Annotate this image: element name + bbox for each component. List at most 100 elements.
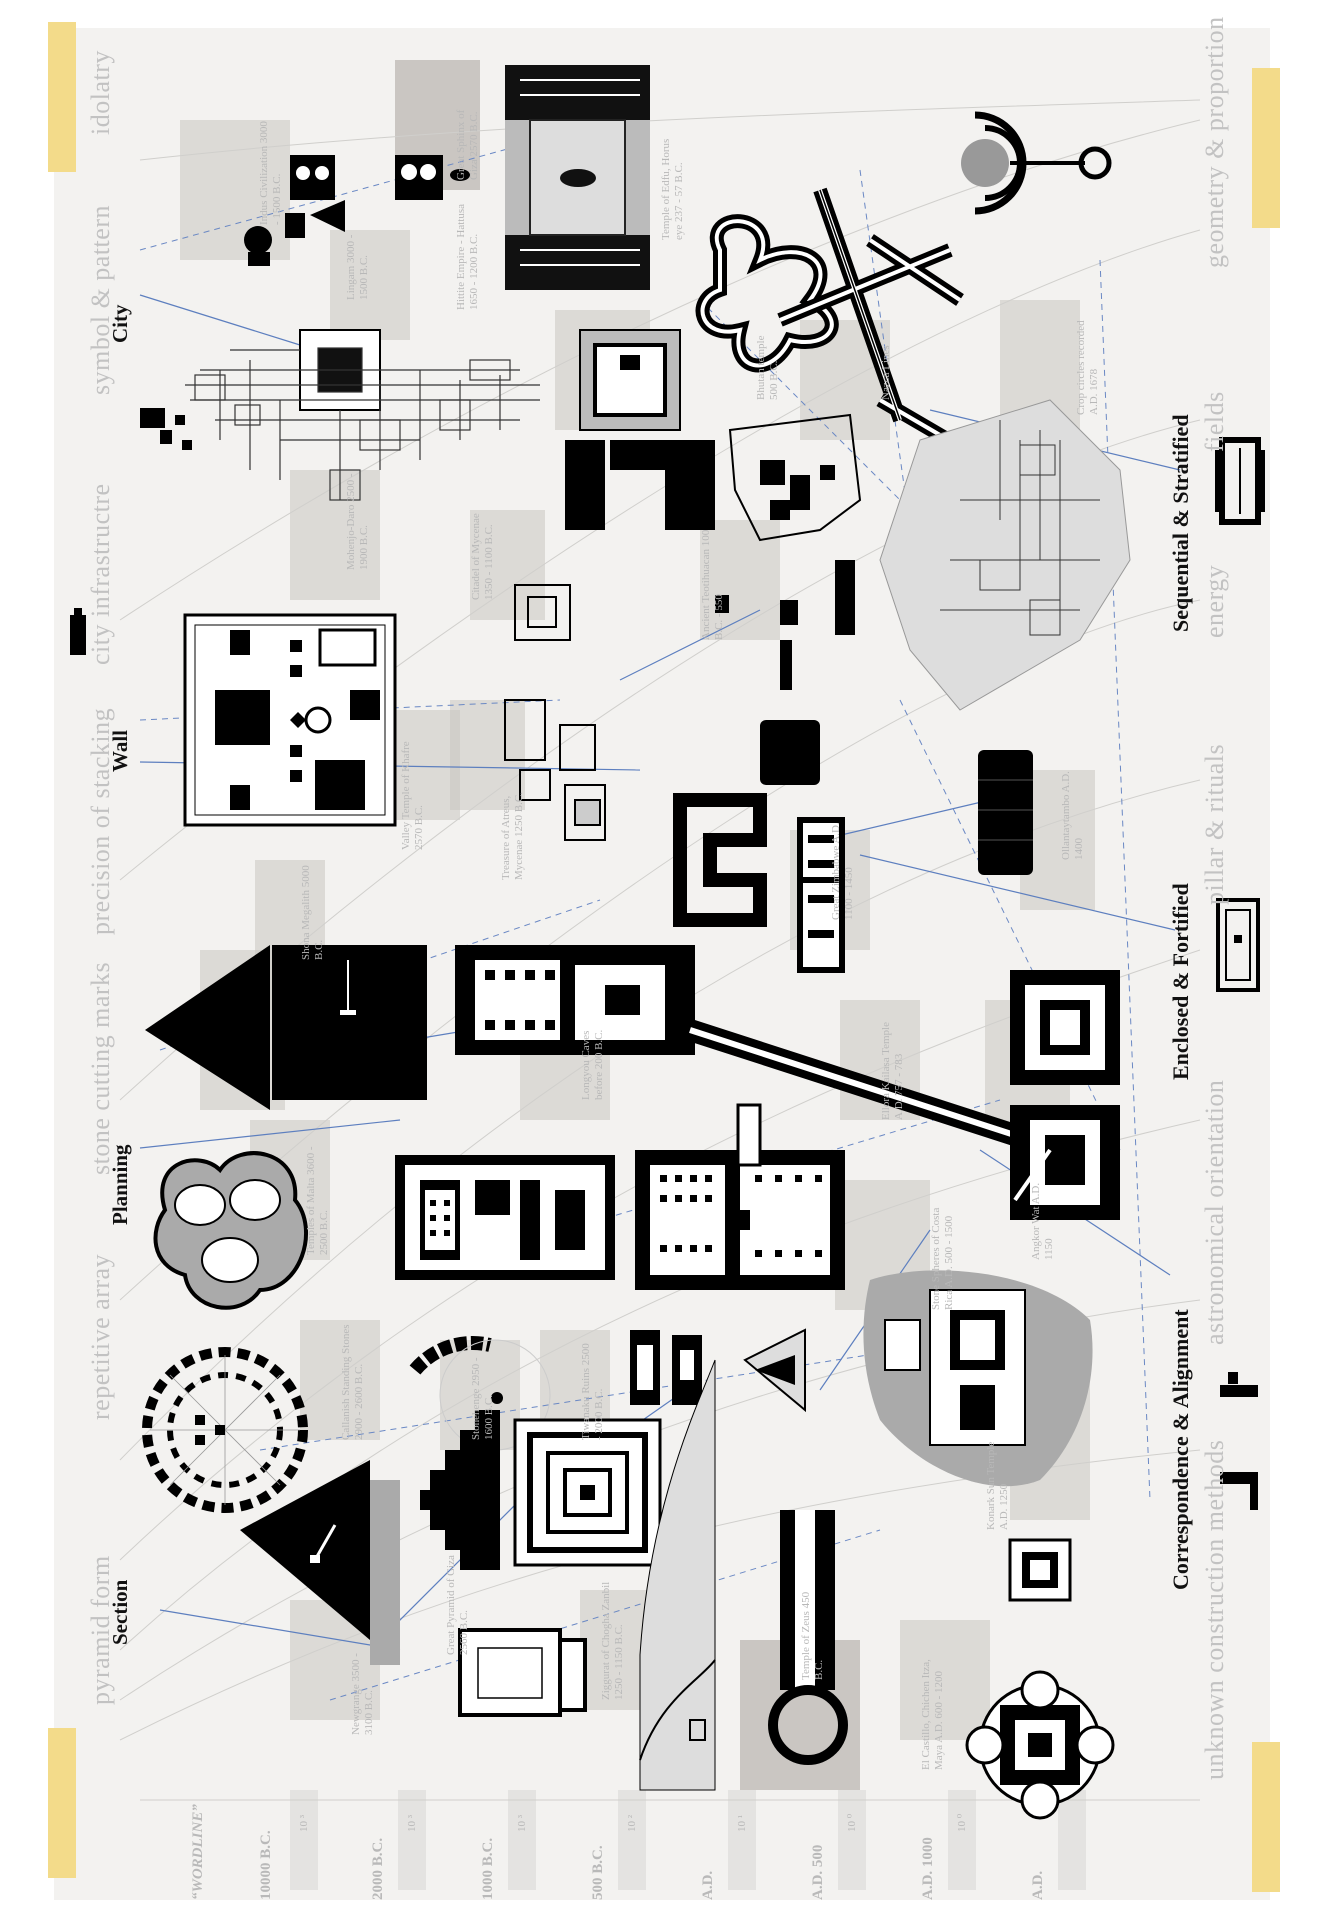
ziggurat-chogha-zanbil	[513, 1418, 662, 1567]
caption-chogha-zanbil: Ziggurat of Chogha Zanbil 1250 - 1150 B.…	[600, 1581, 625, 1700]
photo-atreus	[450, 700, 525, 810]
corner-tab-top-right	[1252, 68, 1280, 228]
theme-city-infrastructure: city infrastructre	[86, 483, 115, 665]
great-zimbabwe-plan	[455, 945, 1034, 1151]
photo-indus	[180, 120, 290, 260]
karnak-hypostyle	[635, 1103, 845, 1290]
temple-of-edfu	[505, 65, 650, 290]
caption-great-pyramid: Great Pyramid of Giza 2560 B.C.	[445, 1555, 470, 1655]
timeline-10000-bc: 10000 B.C.	[258, 1830, 274, 1900]
treasury-of-atreus-plan	[504, 699, 606, 841]
caption-atreus: Treasure of Atreus, Mycenae 1250 B.C.	[500, 792, 525, 880]
timeline-ad: A.D.	[700, 1870, 716, 1900]
caption-bhutan: Bhutan temple 500 B.C.	[755, 335, 780, 400]
timeline-500-bc: 500 B.C.	[590, 1845, 606, 1900]
theme-astronomical-orientation: astronomical orientation	[1200, 1079, 1229, 1345]
photo-callanish	[300, 1320, 380, 1440]
caption-edfu: Temple of Edfu, Horus eye 237 - 57 B.C.	[660, 138, 685, 240]
timeline-ad-500: A.D. 500	[810, 1844, 826, 1900]
photo-chogha-zanbil	[580, 1590, 650, 1710]
stepped-pyramid	[420, 1410, 500, 1570]
caption-zimbabwe: Great Zimbabwe A.D. 1100 - 1450	[830, 822, 855, 920]
el-castillo-plan	[965, 1670, 1115, 1820]
caption-shona: Shona Megalith 5000 B.C.	[300, 865, 325, 960]
enclosure-blocks	[808, 835, 834, 938]
category-section: Section	[108, 1579, 132, 1645]
icon-sequential-stratified	[1215, 437, 1265, 525]
theme-repetitive-array: repetitive array	[86, 1253, 115, 1420]
timeline-scale-4: 10 ¹	[736, 1814, 748, 1832]
teotihuacan-plan	[715, 460, 855, 785]
caption-hattusa: Hittite Empire - Hattusa 1650 - 1200 B.C…	[455, 204, 480, 310]
mycenae-walls	[514, 413, 862, 641]
caption-great-sphinx: Great Sphinx of Giza 2570 B.C.	[455, 109, 480, 180]
category-planning: Planning	[108, 1144, 132, 1225]
newgrange-plan	[458, 1628, 587, 1717]
timeline-scale-5: 10 ⁰	[846, 1813, 858, 1832]
theme-geometry-proportion: geometry & proportion	[1200, 16, 1229, 268]
icon-correspondence-alignment	[1220, 1372, 1258, 1510]
angkor-large-plan	[863, 1270, 1093, 1487]
mycenae-rooms	[565, 440, 715, 530]
category-city: City	[108, 304, 132, 344]
caption-tiwanaku: Tiwanaku Ruins 2500 - 2000 B.C.	[580, 1343, 605, 1440]
timeline-scale-1: 10 ³	[406, 1814, 418, 1832]
category-wall: Wall	[108, 729, 132, 772]
category-sequential-stratified: Sequential & Stratified	[1168, 414, 1193, 632]
theme-pillar-rituals: pillar & rituals	[1200, 743, 1229, 905]
corner-tab-bottom-left	[48, 1728, 76, 1878]
caption-stone-spheres: Stone Spheres of Costa Rica A.D. 500 - 1…	[930, 1207, 955, 1310]
caption-angkor: Angkor Wat A.D. 1150	[1030, 1182, 1055, 1260]
caption-teotihuacan: Ancient Teotihuacan 100 B.C. - 550	[700, 529, 725, 640]
photo-mohenjo	[290, 470, 380, 600]
caption-longyou: Longyou Caves before 200 B.C.	[580, 1029, 605, 1100]
caption-mycenae: Citadel of Mycenae 1350 - 1100 B.C.	[470, 513, 495, 600]
icon-wall	[70, 608, 86, 655]
valley-temple-khafre	[183, 613, 397, 827]
konark-small-plan	[1008, 1538, 1072, 1602]
indus-idols	[244, 155, 470, 266]
caption-nazca: Nazca Lines	[880, 345, 892, 400]
tiwanaku-ruins	[630, 1328, 806, 1413]
caption-stonehenge: Stonehenge 2950 - 1600 B.C.	[470, 1357, 495, 1440]
ollantaytambo-wall	[978, 750, 1033, 875]
category-enclosed-fortified: Enclosed & Fortified	[1168, 883, 1193, 1080]
ellora-temple	[1010, 970, 1120, 1085]
caption-chichen-itza: El Castillo, Chichen Itza, Maya A.D. 600…	[920, 1659, 945, 1770]
enclosure-frame	[673, 793, 845, 973]
caption-malta: Temples of Malta 3600 - 2500 B.C.	[305, 1146, 330, 1255]
timeline-2000-bc: 2000 B.C.	[370, 1837, 386, 1900]
pyramid-plan	[145, 945, 427, 1110]
timeline-scale-0: 10 ³	[298, 1814, 310, 1832]
caption-callanish: Callanish Standing Stones 2900 - 2600 B.…	[340, 1324, 365, 1441]
corner-tab-top-left	[48, 22, 76, 172]
caption-crop-circles: Crop circles recorded A.D. 1678	[1075, 320, 1100, 415]
nazca-figures	[695, 187, 1004, 477]
theme-idolatry: idolatry	[86, 50, 115, 135]
timeline-ad-1000: A.D. 1000	[920, 1837, 936, 1900]
photo-mycenae	[470, 510, 545, 620]
greek-settlement	[879, 399, 1131, 711]
caption-ellora: Ellora Kailasa Temple A.D. 757 - 783	[880, 1022, 905, 1120]
caption-newgrange: Newgrange 3500 - 3100 B.C.	[350, 1653, 375, 1735]
timeline-scale-2: 10 ³	[516, 1814, 528, 1832]
theme-energy: energy	[1200, 564, 1229, 638]
temple-of-zeus-section	[639, 1359, 716, 1791]
icon-enclosed-fortified	[1216, 898, 1260, 992]
photo-chichen-itza	[900, 1620, 990, 1740]
corner-tab-bottom-right	[1252, 1742, 1280, 1892]
keyhole-tomb	[768, 1510, 848, 1765]
karnak-plan	[395, 1155, 615, 1280]
category-correspondence-alignment: Correspondence & Alignment	[1168, 1309, 1193, 1590]
bhutan-temple	[579, 329, 681, 431]
caption-mohenjo: Mohenjo-Daro 2500 - 1900 B.C.	[345, 473, 370, 570]
caption-konark: Konark Sun Temple A.D. 1250	[985, 1441, 1010, 1530]
timeline-scale-6: 10 ⁰	[956, 1813, 968, 1832]
caption-lingam: Lingam 3000 - 1500 B.C.	[345, 234, 370, 300]
timeline-1000-bc: 1000 B.C.	[480, 1837, 496, 1900]
mohenjo-daro-plan	[185, 329, 540, 501]
temples-of-malta	[153, 1151, 308, 1310]
wordline-label: “WORDLINE”	[190, 1804, 206, 1900]
callanish-circle	[142, 1347, 308, 1513]
